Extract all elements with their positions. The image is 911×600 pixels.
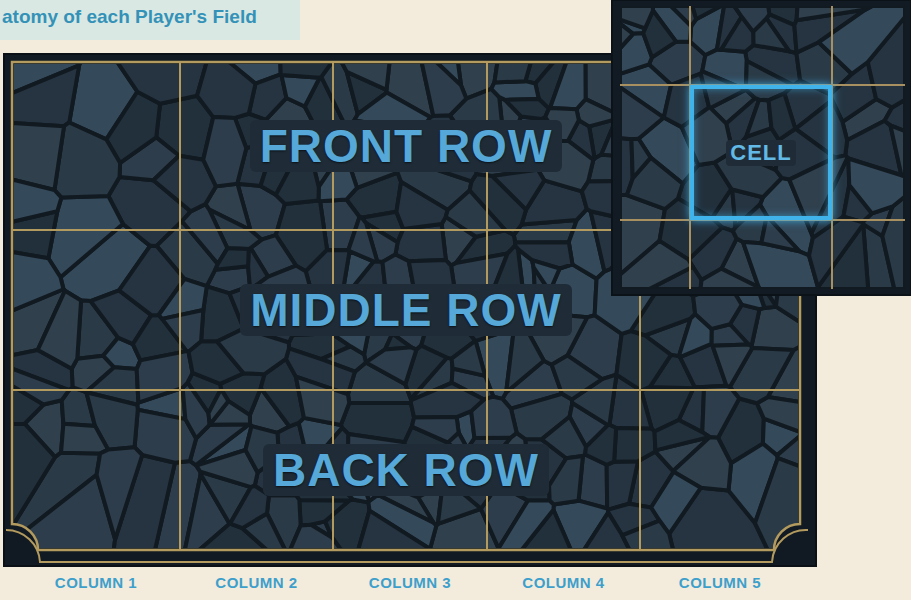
stone-texture <box>809 217 863 288</box>
stone-texture <box>358 511 430 550</box>
stone-texture <box>366 347 416 384</box>
stone-texture <box>117 62 206 104</box>
column-label: COLUMN 3 <box>369 574 451 591</box>
stone-texture <box>620 87 664 139</box>
inset-stones <box>620 6 905 289</box>
board-frame <box>12 62 800 550</box>
stone-texture <box>422 62 467 116</box>
column-label: COLUMN 1 <box>55 574 137 591</box>
stone-texture <box>197 62 255 118</box>
stone-texture <box>215 248 249 269</box>
inset-frame <box>612 0 911 295</box>
column-label: COLUMN 4 <box>522 574 604 591</box>
column-label: COLUMN 5 <box>679 574 761 591</box>
stone-texture <box>620 24 633 49</box>
title-band: atomy of each Player's Field <box>0 0 300 40</box>
stone-texture <box>12 179 61 221</box>
stone-texture <box>620 6 653 28</box>
stone-texture <box>631 139 650 179</box>
stone-texture <box>505 99 549 119</box>
stone-texture <box>549 456 583 505</box>
stone-texture <box>585 425 616 465</box>
stone-texture <box>296 377 349 425</box>
stone-texture <box>342 62 390 90</box>
stone-texture <box>280 62 332 78</box>
stone-texture <box>396 182 447 229</box>
stone-texture <box>734 6 769 32</box>
stone-texture <box>137 351 193 402</box>
stone-texture <box>620 241 693 289</box>
stone-texture <box>671 6 696 26</box>
stone-texture <box>550 62 586 109</box>
column-label-box: COLUMN 4 <box>489 574 639 592</box>
stone-texture <box>701 71 746 107</box>
grid-lines <box>6 62 808 562</box>
stone-texture <box>348 217 377 261</box>
cell-highlight: CELL <box>690 85 832 220</box>
stone-texture <box>614 428 655 462</box>
stone-texture <box>182 204 227 264</box>
stone-texture <box>38 291 81 369</box>
stone-texture <box>12 65 79 126</box>
board-stones <box>12 62 800 550</box>
stone-texture <box>713 344 753 386</box>
stone-texture <box>607 461 638 509</box>
board-base <box>4 54 816 566</box>
row-band: FRONT ROW <box>12 62 800 230</box>
stone-texture <box>584 513 630 550</box>
title: atomy of each Player's Field <box>0 0 300 28</box>
board-frame-outer <box>6 530 808 562</box>
stone-texture <box>97 447 143 539</box>
stone-texture <box>552 355 603 399</box>
grid-line <box>12 389 800 391</box>
column-label-box: COLUMN 3 <box>335 574 485 592</box>
stone-texture <box>299 500 349 526</box>
stone-texture <box>702 386 739 438</box>
column-label-box: COLUMN 2 <box>182 574 332 592</box>
row-band: BACK ROW <box>12 390 800 550</box>
column-label-box: COLUMN 1 <box>21 574 171 592</box>
column-label-box: COLUMN 5 <box>645 574 795 592</box>
stone-texture <box>208 389 228 425</box>
row-label: BACK ROW <box>263 444 549 497</box>
stone-texture <box>848 158 905 213</box>
stone-texture <box>789 155 847 233</box>
stone-texture <box>769 93 796 140</box>
stone-texture <box>492 170 544 210</box>
stone-texture <box>701 269 761 289</box>
stone-texture <box>281 75 319 106</box>
stone-texture <box>203 117 246 186</box>
row-label: FRONT ROW <box>250 120 563 173</box>
inset-grid <box>620 6 905 289</box>
stone-texture <box>616 331 671 391</box>
stone-texture <box>797 6 873 20</box>
stone-texture <box>494 62 531 82</box>
stone-texture <box>761 216 799 251</box>
grid-line <box>179 62 181 550</box>
stone-texture <box>12 369 69 405</box>
stone-texture <box>757 397 800 432</box>
stone-texture <box>499 500 554 550</box>
stone-texture <box>655 420 710 450</box>
stone-texture <box>61 424 108 454</box>
stone-texture <box>411 383 484 418</box>
column-label: COLUMN 2 <box>215 574 297 591</box>
stone-texture <box>890 125 905 176</box>
stone-texture <box>622 521 673 550</box>
stone-texture <box>452 341 486 376</box>
row-label: MIDDLE ROW <box>240 284 572 337</box>
cell-label: CELL <box>726 140 795 166</box>
stone-texture <box>12 252 64 311</box>
row-band: MIDDLE ROW <box>12 230 800 390</box>
